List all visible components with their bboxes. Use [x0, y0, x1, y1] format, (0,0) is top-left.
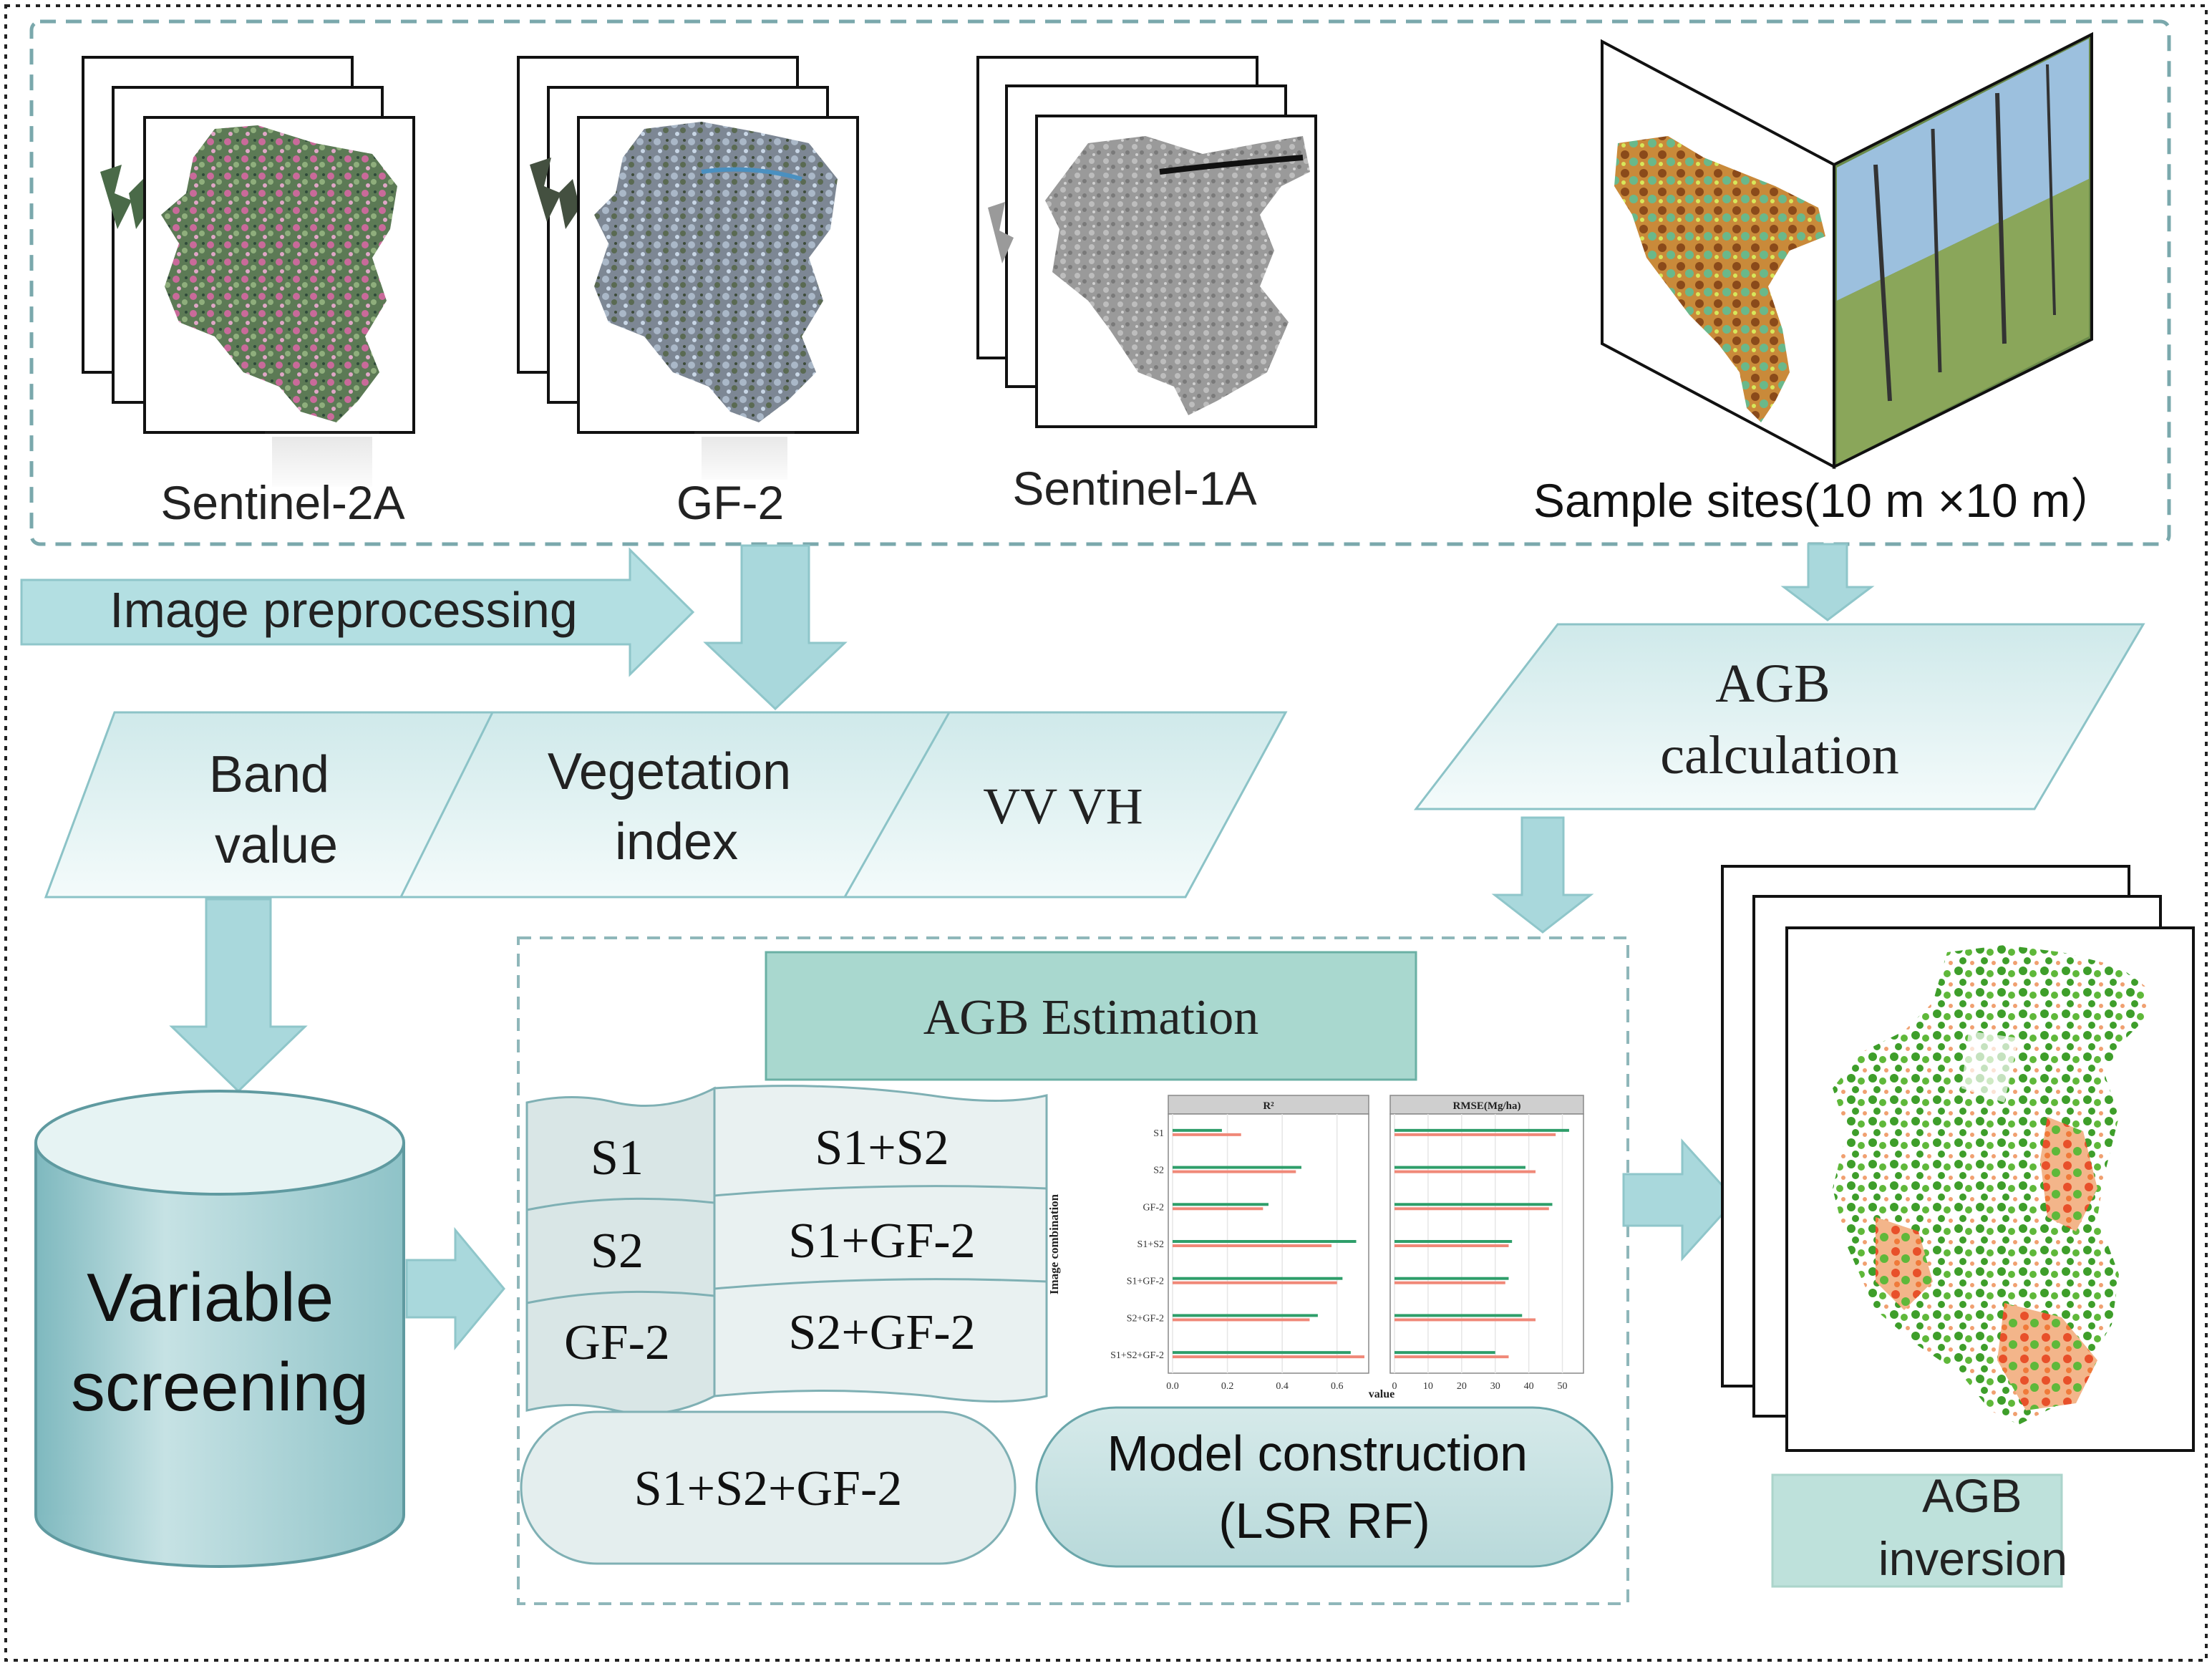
image-preprocessing-arrow [20, 547, 695, 677]
chart-bar [1173, 1128, 1222, 1132]
chart-bar [1173, 1170, 1296, 1173]
chart-ylabel: Image combination [1047, 1193, 1061, 1294]
chart-bar [1173, 1277, 1343, 1280]
chart-tick-label: 0.6 [1331, 1381, 1344, 1392]
chart-bar [1173, 1240, 1357, 1243]
chart-bar [1394, 1351, 1495, 1355]
chart-bar [1394, 1133, 1556, 1136]
band-value-label: Band value [209, 746, 344, 874]
combo-s1: S1 [591, 1130, 644, 1186]
model-construction-label: Model construction (LSR RF) [1107, 1425, 1542, 1549]
estimation-panel [517, 936, 1629, 1605]
combo-triple-label: S1+S2+GF-2 [634, 1461, 903, 1516]
combo-s1-gf2: S1+GF-2 [788, 1214, 975, 1269]
gf2-label: GF-2 [676, 476, 784, 529]
agb-estimation-header [765, 951, 1417, 1081]
combo-gf2: GF-2 [564, 1315, 670, 1370]
sentinel1a-label: Sentinel-1A [1012, 462, 1256, 515]
chart-bar [1394, 1128, 1569, 1132]
chart-panel-title: RMSE(Mg/ha) [1453, 1100, 1521, 1112]
variable-screening-label: Variable screening [71, 1259, 369, 1425]
chart-tick-label: 0.4 [1276, 1381, 1289, 1392]
chart-bar [1173, 1281, 1337, 1284]
chart-panel-plot [1168, 1113, 1369, 1374]
chart-bar [1173, 1166, 1301, 1169]
chart-category-label: S2+GF-2 [1127, 1313, 1164, 1324]
combo-s2-gf2: S2+GF-2 [788, 1305, 975, 1360]
chart-bar [1394, 1281, 1505, 1284]
chart-bar [1394, 1355, 1509, 1359]
chart-bar [1173, 1207, 1263, 1211]
agb-calculation-box [1413, 623, 2145, 810]
chart-tick-label: 0 [1392, 1381, 1397, 1392]
chart-category-label: S1+S2+GF-2 [1110, 1350, 1164, 1361]
chart-category-label: S2 [1153, 1166, 1164, 1176]
chart-panel-plot [1389, 1113, 1584, 1374]
sample-sites-image [1601, 32, 2093, 470]
right-arrow-to-inversion [1622, 1138, 1737, 1261]
outer-border [4, 4, 2208, 1662]
combo-s1-s2: S1+S2 [815, 1120, 949, 1176]
chart-tick-label: 0.0 [1166, 1381, 1179, 1392]
vv-vh-label: VV VH [983, 778, 1143, 835]
vv-vh-box [843, 711, 1288, 899]
down-arrow-to-screening [169, 898, 308, 1093]
chart-bar [1394, 1240, 1513, 1243]
chart-bar [1173, 1351, 1351, 1355]
chart-tick-label: 10 [1423, 1381, 1433, 1392]
chart-bar [1394, 1207, 1549, 1211]
chart-bar [1173, 1355, 1364, 1359]
chart-bar [1173, 1244, 1332, 1247]
chart-bar [1394, 1170, 1536, 1173]
agb-inversion-map-stack [1721, 865, 2195, 1452]
agb-estimation-label: AGB Estimation [923, 990, 1259, 1045]
chart-category-label: GF-2 [1143, 1202, 1164, 1213]
vegetation-index-label: Vegetation index [548, 743, 805, 871]
chart-bar [1394, 1318, 1536, 1322]
data-sources-panel [29, 19, 2171, 546]
chart-bar [1173, 1314, 1318, 1317]
chart-tick-label: 20 [1457, 1381, 1467, 1392]
chart-bar [1394, 1277, 1509, 1280]
chart-category-label: S1+S2 [1137, 1239, 1164, 1250]
chart-bar [1394, 1314, 1523, 1317]
chart-bar [1394, 1166, 1525, 1169]
chart-tick-label: 0.2 [1221, 1381, 1234, 1392]
chart-bar [1173, 1203, 1268, 1206]
agb-inversion-label: AGB inversion [1878, 1469, 2067, 1585]
chart-bar [1173, 1133, 1241, 1136]
combination-grid [525, 1085, 1048, 1415]
chart-tick-label: 50 [1558, 1381, 1568, 1392]
chart-bar [1394, 1203, 1553, 1206]
sample-sites-label: Sample sites(10 m ×10 m） [1533, 474, 2118, 527]
combo-s2: S2 [591, 1224, 644, 1279]
down-arrow-to-indices [703, 544, 848, 711]
sentinel2a-image-stack [82, 56, 415, 434]
chart-bar [1173, 1318, 1310, 1322]
sentinel1a-image-stack [976, 56, 1317, 428]
chart-panel-title: R² [1263, 1100, 1274, 1112]
down-arrow-to-estimation [1491, 816, 1594, 934]
model-performance-chart: Image combination S1S2GF-2S1+S2S1+GF-2S2+… [1047, 1095, 1584, 1400]
model-construction-pill [1035, 1406, 1614, 1568]
agb-inversion-box [1771, 1473, 2063, 1588]
chart-xlabel: value [1369, 1388, 1394, 1400]
sentinel2a-label: Sentinel-2A [160, 476, 404, 529]
chart-tick-label: 30 [1490, 1381, 1500, 1392]
chart-tick-label: 40 [1524, 1381, 1534, 1392]
chart-category-label: S1 [1153, 1128, 1164, 1139]
down-arrow-to-agb-calc [1780, 543, 1875, 621]
combo-triple-pill [520, 1410, 1017, 1565]
chart-category-label: S1+GF-2 [1127, 1277, 1164, 1287]
image-preprocessing-label: Image preprocessing [110, 582, 578, 638]
variable-screening-cylinder [34, 1090, 405, 1568]
right-arrow-to-combinations [405, 1226, 505, 1351]
gf2-image-stack [517, 56, 859, 434]
chart-bar [1394, 1244, 1509, 1247]
agb-calculation-label: AGB calculation [1660, 654, 1898, 785]
